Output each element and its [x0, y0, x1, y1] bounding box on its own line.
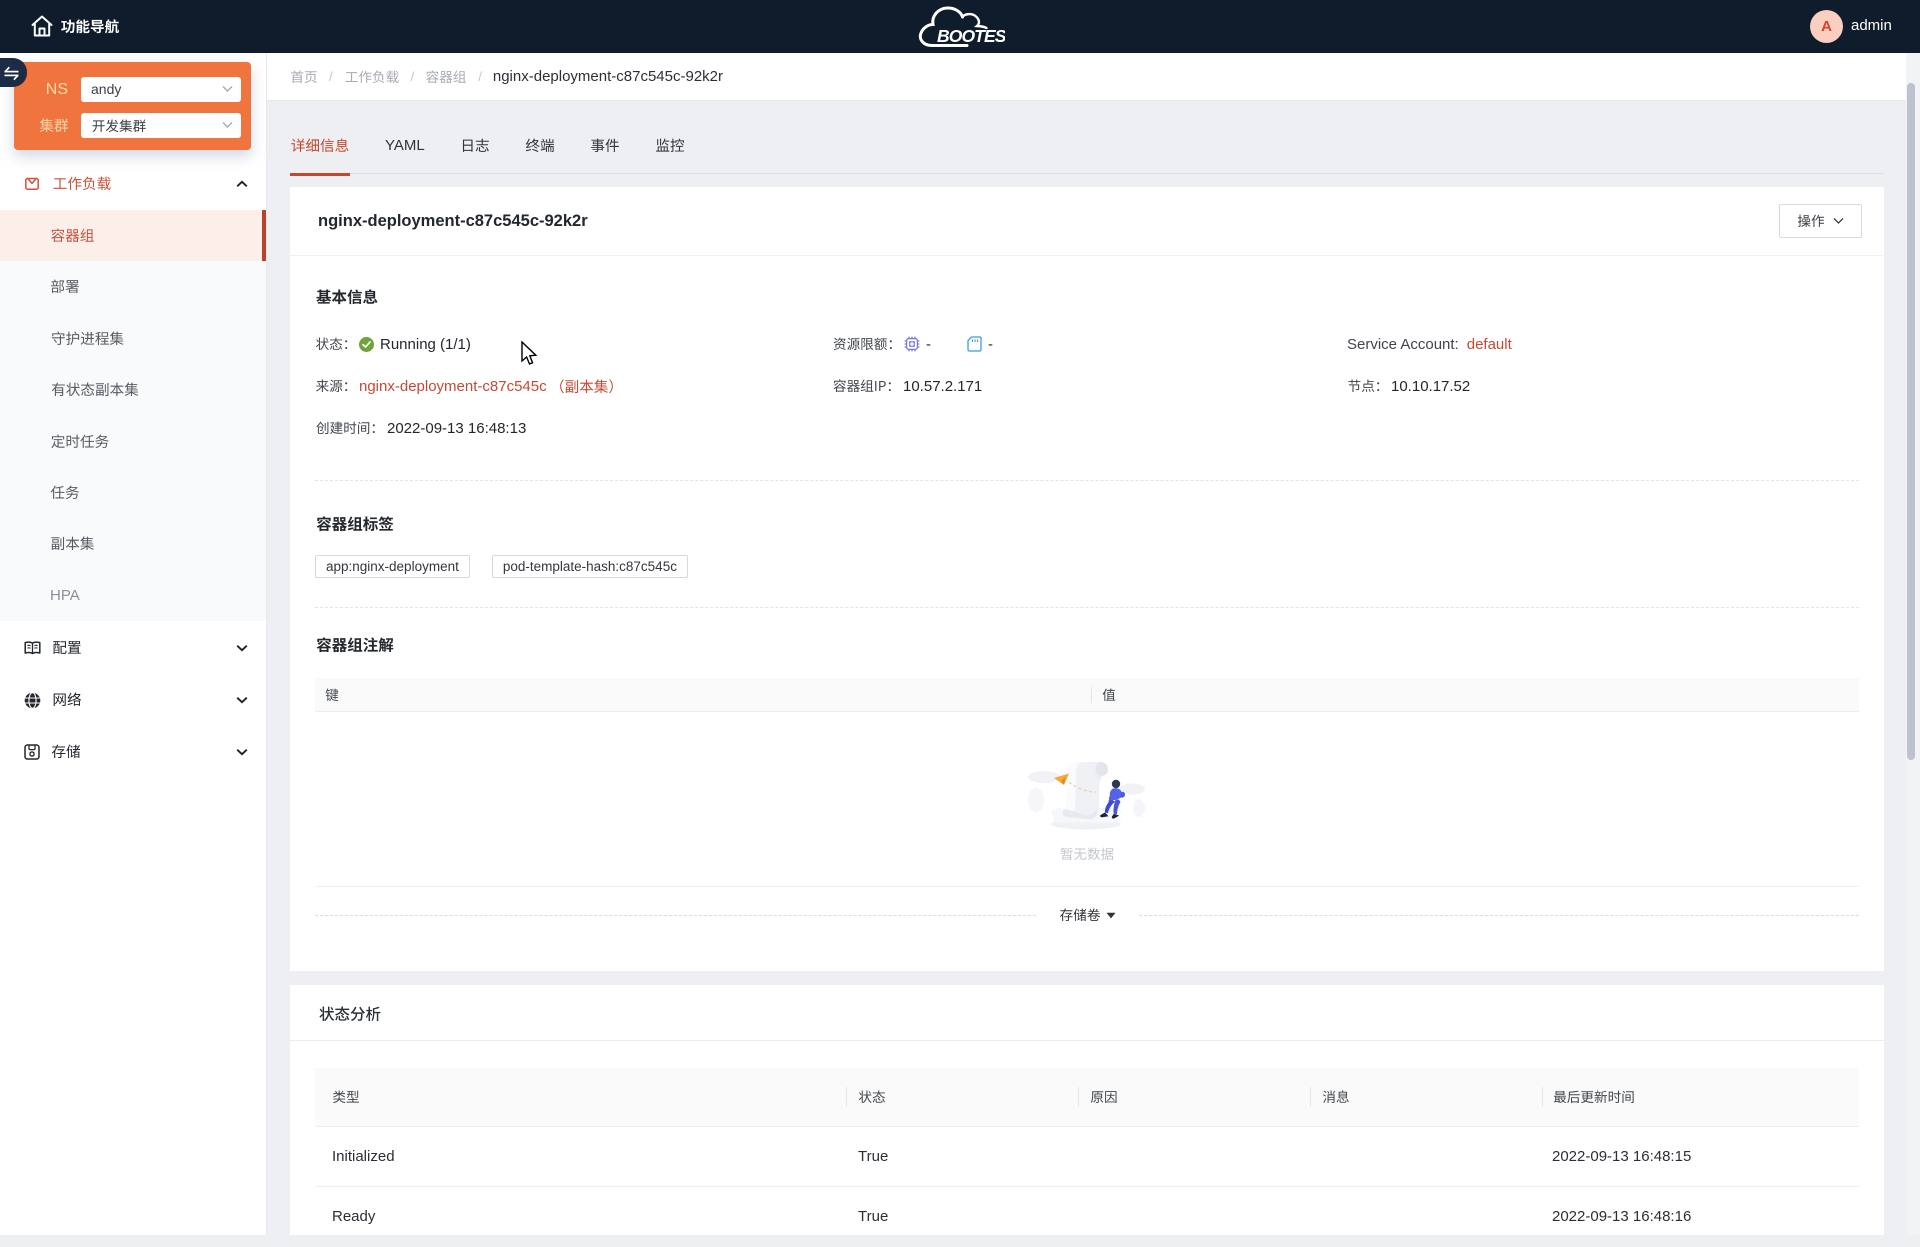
svg-text:BOOTES: BOOTES: [937, 26, 1005, 46]
